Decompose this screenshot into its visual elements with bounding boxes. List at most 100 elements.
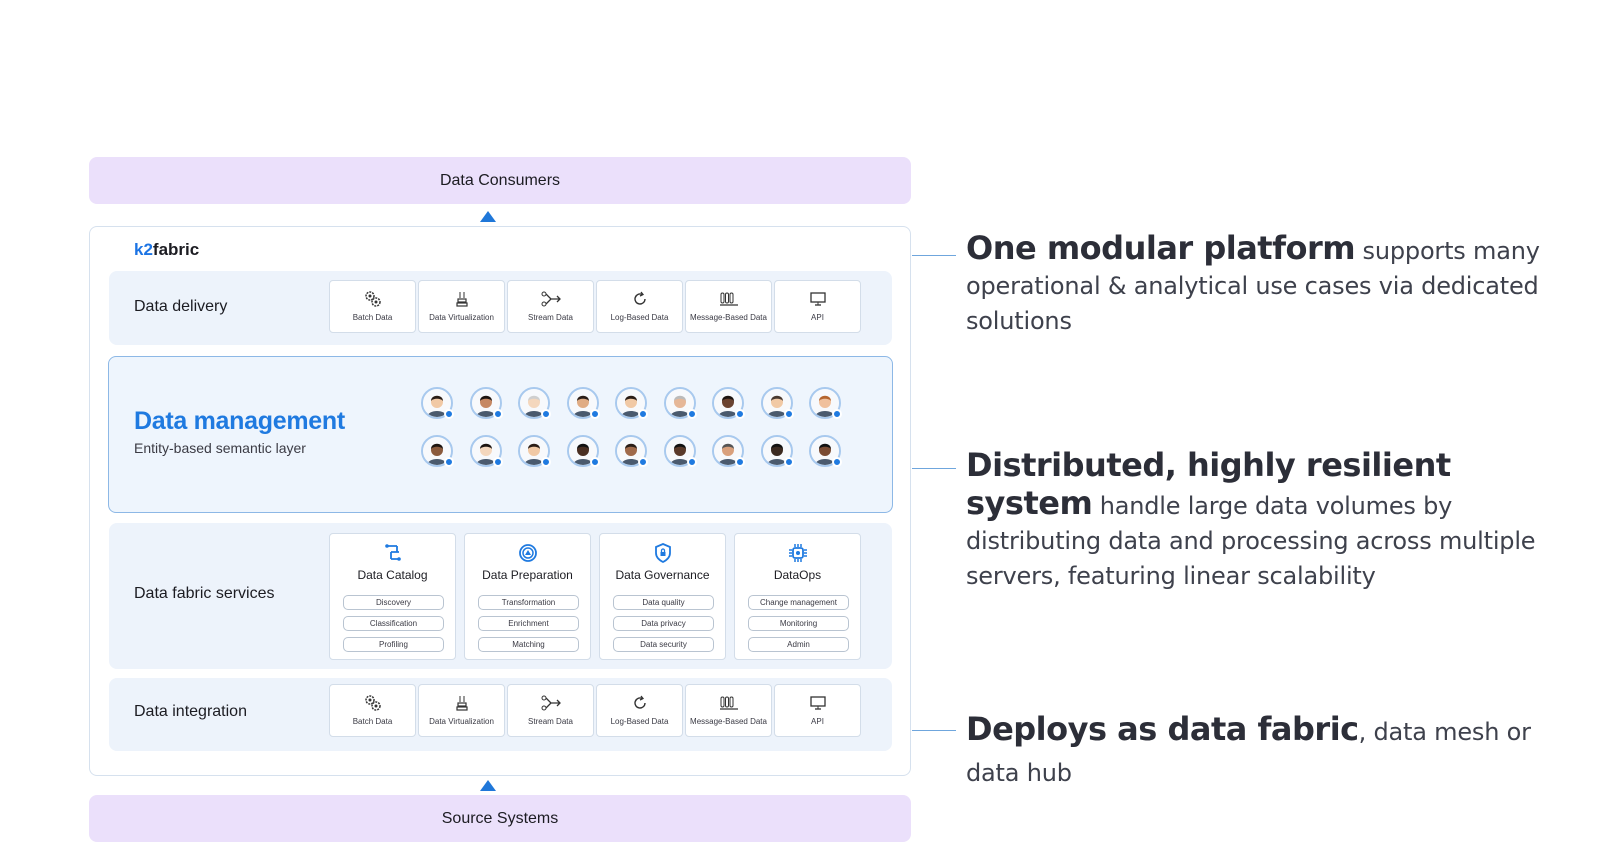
up-arrow-icon — [480, 780, 496, 791]
tile-label: Message-Based Data — [690, 313, 767, 322]
status-dot — [735, 409, 745, 419]
avatar — [712, 387, 745, 419]
status-dot — [832, 409, 842, 419]
card-item: Admin — [748, 637, 849, 652]
status-dot — [638, 409, 648, 419]
tile-label: Batch Data — [352, 717, 393, 726]
tile-data-virtualization: Data Virtualization — [418, 684, 505, 737]
card-item: Transformation — [478, 595, 579, 610]
avatar — [809, 435, 842, 467]
status-dot — [444, 457, 454, 467]
avatar — [421, 387, 454, 419]
avatar — [712, 435, 745, 467]
tile-label: Data Virtualization — [429, 717, 494, 726]
tile-label: Message-Based Data — [690, 717, 767, 726]
tile-stream-data: Stream Data — [507, 280, 594, 333]
avatar — [518, 435, 551, 467]
status-dot — [492, 457, 503, 467]
source-systems-bar: Source Systems — [89, 795, 911, 842]
source-systems-label: Source Systems — [441, 809, 559, 827]
card-title: Data Catalog — [357, 568, 428, 582]
tile-label: Batch Data — [352, 313, 393, 322]
tile-batch-data: Batch Data — [329, 280, 416, 333]
tile-log-based-data: Log-Based Data — [596, 280, 683, 333]
up-arrow-icon — [480, 211, 496, 222]
status-dot — [541, 409, 551, 419]
card-item: Data quality — [613, 595, 714, 610]
status-dot — [589, 409, 600, 419]
data-integration-label: Data integration — [134, 703, 247, 720]
card-title: Data Preparation — [482, 568, 573, 582]
card-item: Monitoring — [748, 616, 849, 631]
status-dot — [783, 409, 794, 419]
card-item: Profiling — [343, 637, 444, 652]
callout-modular-platform: One modular platform supports many opera… — [966, 229, 1540, 336]
data-consumers-label: Data Consumers — [439, 171, 561, 189]
preparation-icon — [517, 542, 539, 564]
shield-icon — [652, 542, 674, 564]
tile-message-based-data: Message-Based Data — [685, 684, 772, 737]
status-dot — [589, 457, 600, 467]
data-management-subtitle: Entity-based semantic layer — [134, 440, 306, 456]
callout-connector — [912, 468, 956, 469]
avatar — [566, 387, 600, 419]
tile-label: Stream Data — [528, 313, 573, 322]
tile-label: Log-Based Data — [610, 717, 669, 726]
card-item: Data privacy — [613, 616, 714, 631]
tile-api: API — [774, 684, 861, 737]
queue-icon — [718, 288, 740, 310]
tile-stream-data: Stream Data — [507, 684, 594, 737]
tile-api: API — [774, 280, 861, 333]
status-dot — [735, 457, 745, 467]
status-dot — [492, 409, 503, 419]
avatar — [760, 387, 794, 419]
card-item: Matching — [478, 637, 579, 652]
catalog-icon — [382, 542, 404, 564]
status-dot — [686, 409, 697, 419]
callout-connector — [912, 255, 956, 256]
tile-label: API — [811, 313, 824, 322]
status-dot — [541, 457, 551, 467]
data-delivery-label: Data delivery — [134, 298, 228, 315]
data-consumers-bar: Data Consumers — [89, 157, 911, 204]
tile-log-based-data: Log-Based Data — [596, 684, 683, 737]
data-management-panel — [108, 356, 893, 513]
avatar — [615, 387, 648, 419]
tile-data-virtualization: Data Virtualization — [418, 280, 505, 333]
layers-icon — [451, 692, 473, 714]
k2fabric-logo: k2fabric — [134, 240, 200, 259]
status-dot — [638, 457, 648, 467]
gears-icon — [362, 692, 384, 714]
tile-message-based-data: Message-Based Data — [685, 280, 772, 333]
callout-deploys-as: Deploys as data fabric, data mesh or dat… — [966, 710, 1531, 787]
tile-label: Log-Based Data — [610, 313, 669, 322]
queue-icon — [718, 692, 740, 714]
monitor-icon — [807, 692, 829, 714]
status-dot — [444, 409, 454, 419]
callout-distributed-system: Distributed, highly resilient system han… — [966, 446, 1536, 591]
tile-batch-data: Batch Data — [329, 684, 416, 737]
avatar — [663, 387, 697, 419]
data-fabric-services-label: Data fabric services — [134, 585, 275, 602]
callout-connector — [912, 730, 956, 731]
avatar — [663, 435, 697, 467]
stream-icon — [540, 692, 562, 714]
card-item: Discovery — [343, 595, 444, 610]
avatar — [518, 387, 551, 419]
card-item: Data security — [613, 637, 714, 652]
avatar — [469, 387, 503, 419]
card-item: Change management — [748, 595, 849, 610]
status-dot — [783, 457, 794, 467]
avatar — [615, 435, 648, 467]
chip-icon — [787, 542, 809, 564]
card-title: DataOps — [773, 568, 822, 582]
gears-icon — [362, 288, 384, 310]
monitor-icon — [807, 288, 829, 310]
refresh-icon — [629, 692, 651, 714]
card-item: Enrichment — [478, 616, 579, 631]
data-management-title: Data management — [134, 407, 345, 435]
